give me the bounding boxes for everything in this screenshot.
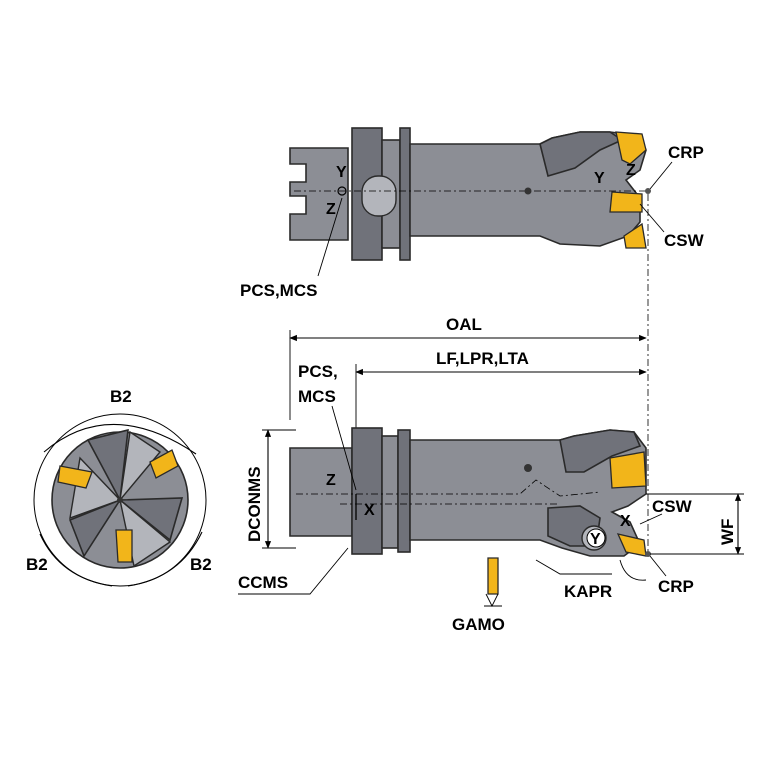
b2-right-label: B2 <box>190 555 212 574</box>
side-crp-point <box>645 551 651 557</box>
top-pcs-mcs-label: PCS,MCS <box>240 281 317 300</box>
top-crp-point <box>645 188 651 194</box>
top-csw-label: CSW <box>664 231 705 250</box>
end-face-1 <box>118 430 162 503</box>
side-axis-x: X <box>364 502 375 519</box>
side-flute-top <box>559 429 642 473</box>
top-hole <box>524 187 532 195</box>
gamo-insert-section <box>487 557 499 595</box>
side-crp-label: CRP <box>658 577 694 596</box>
side-hole <box>524 464 532 472</box>
side-csw-label: CSW <box>652 497 693 516</box>
end-flute-3 <box>68 498 123 558</box>
top-keyslot <box>361 175 397 217</box>
side-coolant-channel <box>296 479 601 497</box>
side-tip-axis-y: Y <box>590 531 601 548</box>
lf-label: LF,LPR,LTA <box>436 349 529 368</box>
side-collar <box>381 435 399 549</box>
top-insert-3 <box>623 222 647 249</box>
top-shank <box>289 147 349 241</box>
end-center-point <box>117 497 123 503</box>
side-csw-leader <box>639 513 663 525</box>
side-crp-leader <box>649 555 667 577</box>
top-tip-axis-y: Y <box>594 170 605 187</box>
gamo-angle-mark <box>485 593 499 608</box>
side-tip-axis-x: X <box>620 513 631 530</box>
top-csw-leader <box>639 203 665 233</box>
side-groove-ring <box>397 429 411 553</box>
end-view: B2 B2 B2 <box>26 387 212 587</box>
top-insert-2 <box>609 191 643 213</box>
end-flute-2 <box>117 497 184 542</box>
top-axis-z: Z <box>326 201 336 218</box>
ccms-leader <box>238 547 349 595</box>
kapr-leader <box>535 559 612 575</box>
top-crp-leader <box>649 161 673 190</box>
side-tip-axis-circle <box>586 528 606 548</box>
side-flange <box>351 427 383 555</box>
top-crp-label: CRP <box>668 143 704 162</box>
side-mcs-label: MCS <box>298 387 336 406</box>
b2-right-arc <box>127 531 203 587</box>
end-flute-1 <box>86 428 129 503</box>
end-insert-2 <box>149 449 179 479</box>
wf-label: WF <box>718 519 737 545</box>
end-outer-circle <box>33 413 207 587</box>
top-axis-y: Y <box>336 164 347 181</box>
kapr-label: KAPR <box>564 582 612 601</box>
top-insert-1 <box>615 131 647 165</box>
dconms-label: DCONMS <box>245 466 264 542</box>
top-view: Y Z Y Z PCS,MCS CRP CSW <box>240 127 705 300</box>
gamo-label: GAMO <box>452 615 505 634</box>
top-pcs-origin <box>337 186 347 196</box>
side-view: OAL LF,LPR,LTA Z X PCS, MCS DCONMS <box>238 315 744 634</box>
oal-label: OAL <box>446 315 482 334</box>
top-tip-axis-z: Z <box>626 162 636 179</box>
side-insert-top <box>609 451 647 489</box>
kapr-arc <box>619 559 647 581</box>
side-pcs-label: PCS, <box>298 362 338 381</box>
side-axis-z: Z <box>326 472 336 489</box>
top-groove-ring <box>399 127 411 261</box>
ccms-label: CCMS <box>238 573 288 592</box>
side-shank <box>289 447 353 537</box>
b2-top-label: B2 <box>110 387 132 406</box>
side-pcs-leader <box>331 405 357 491</box>
end-insert-1 <box>57 465 93 489</box>
end-insert-3 <box>115 529 133 563</box>
b2-left-arc <box>39 533 113 587</box>
top-pcs-leader <box>317 197 343 277</box>
b2-top-arc <box>43 423 197 455</box>
b2-left-label: B2 <box>26 555 48 574</box>
